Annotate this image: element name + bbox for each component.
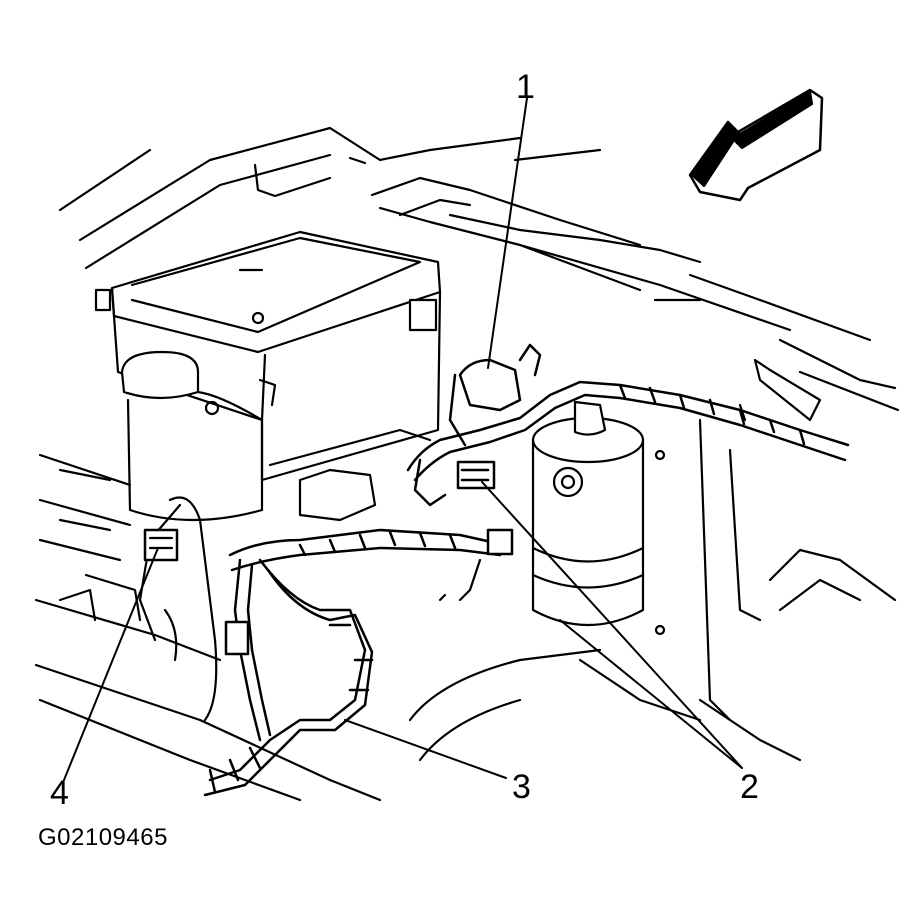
lower-frame-lines xyxy=(268,428,602,762)
leader-line-2b xyxy=(559,619,743,769)
leader-line-1 xyxy=(487,97,528,369)
leader-line-3 xyxy=(344,719,507,779)
callout-2: 2 xyxy=(740,768,759,806)
wiring-harness xyxy=(203,528,514,797)
callout-3: 3 xyxy=(512,768,531,806)
body-panel-lines xyxy=(58,126,900,412)
headlamp-bracket xyxy=(138,496,218,722)
callout-4: 4 xyxy=(50,774,69,812)
direction-arrow-icon xyxy=(688,88,824,202)
right-bracket xyxy=(578,358,897,762)
leader-line-4 xyxy=(63,547,159,781)
ac-accumulator xyxy=(531,400,666,636)
coolant-reservoir xyxy=(120,350,264,522)
upper-harness xyxy=(406,343,850,507)
figure-id: G02109465 xyxy=(38,824,168,851)
leader-line-2a xyxy=(481,481,743,769)
callout-1: 1 xyxy=(516,68,535,106)
leader-lines xyxy=(63,97,743,781)
left-fender-lines xyxy=(34,453,382,802)
